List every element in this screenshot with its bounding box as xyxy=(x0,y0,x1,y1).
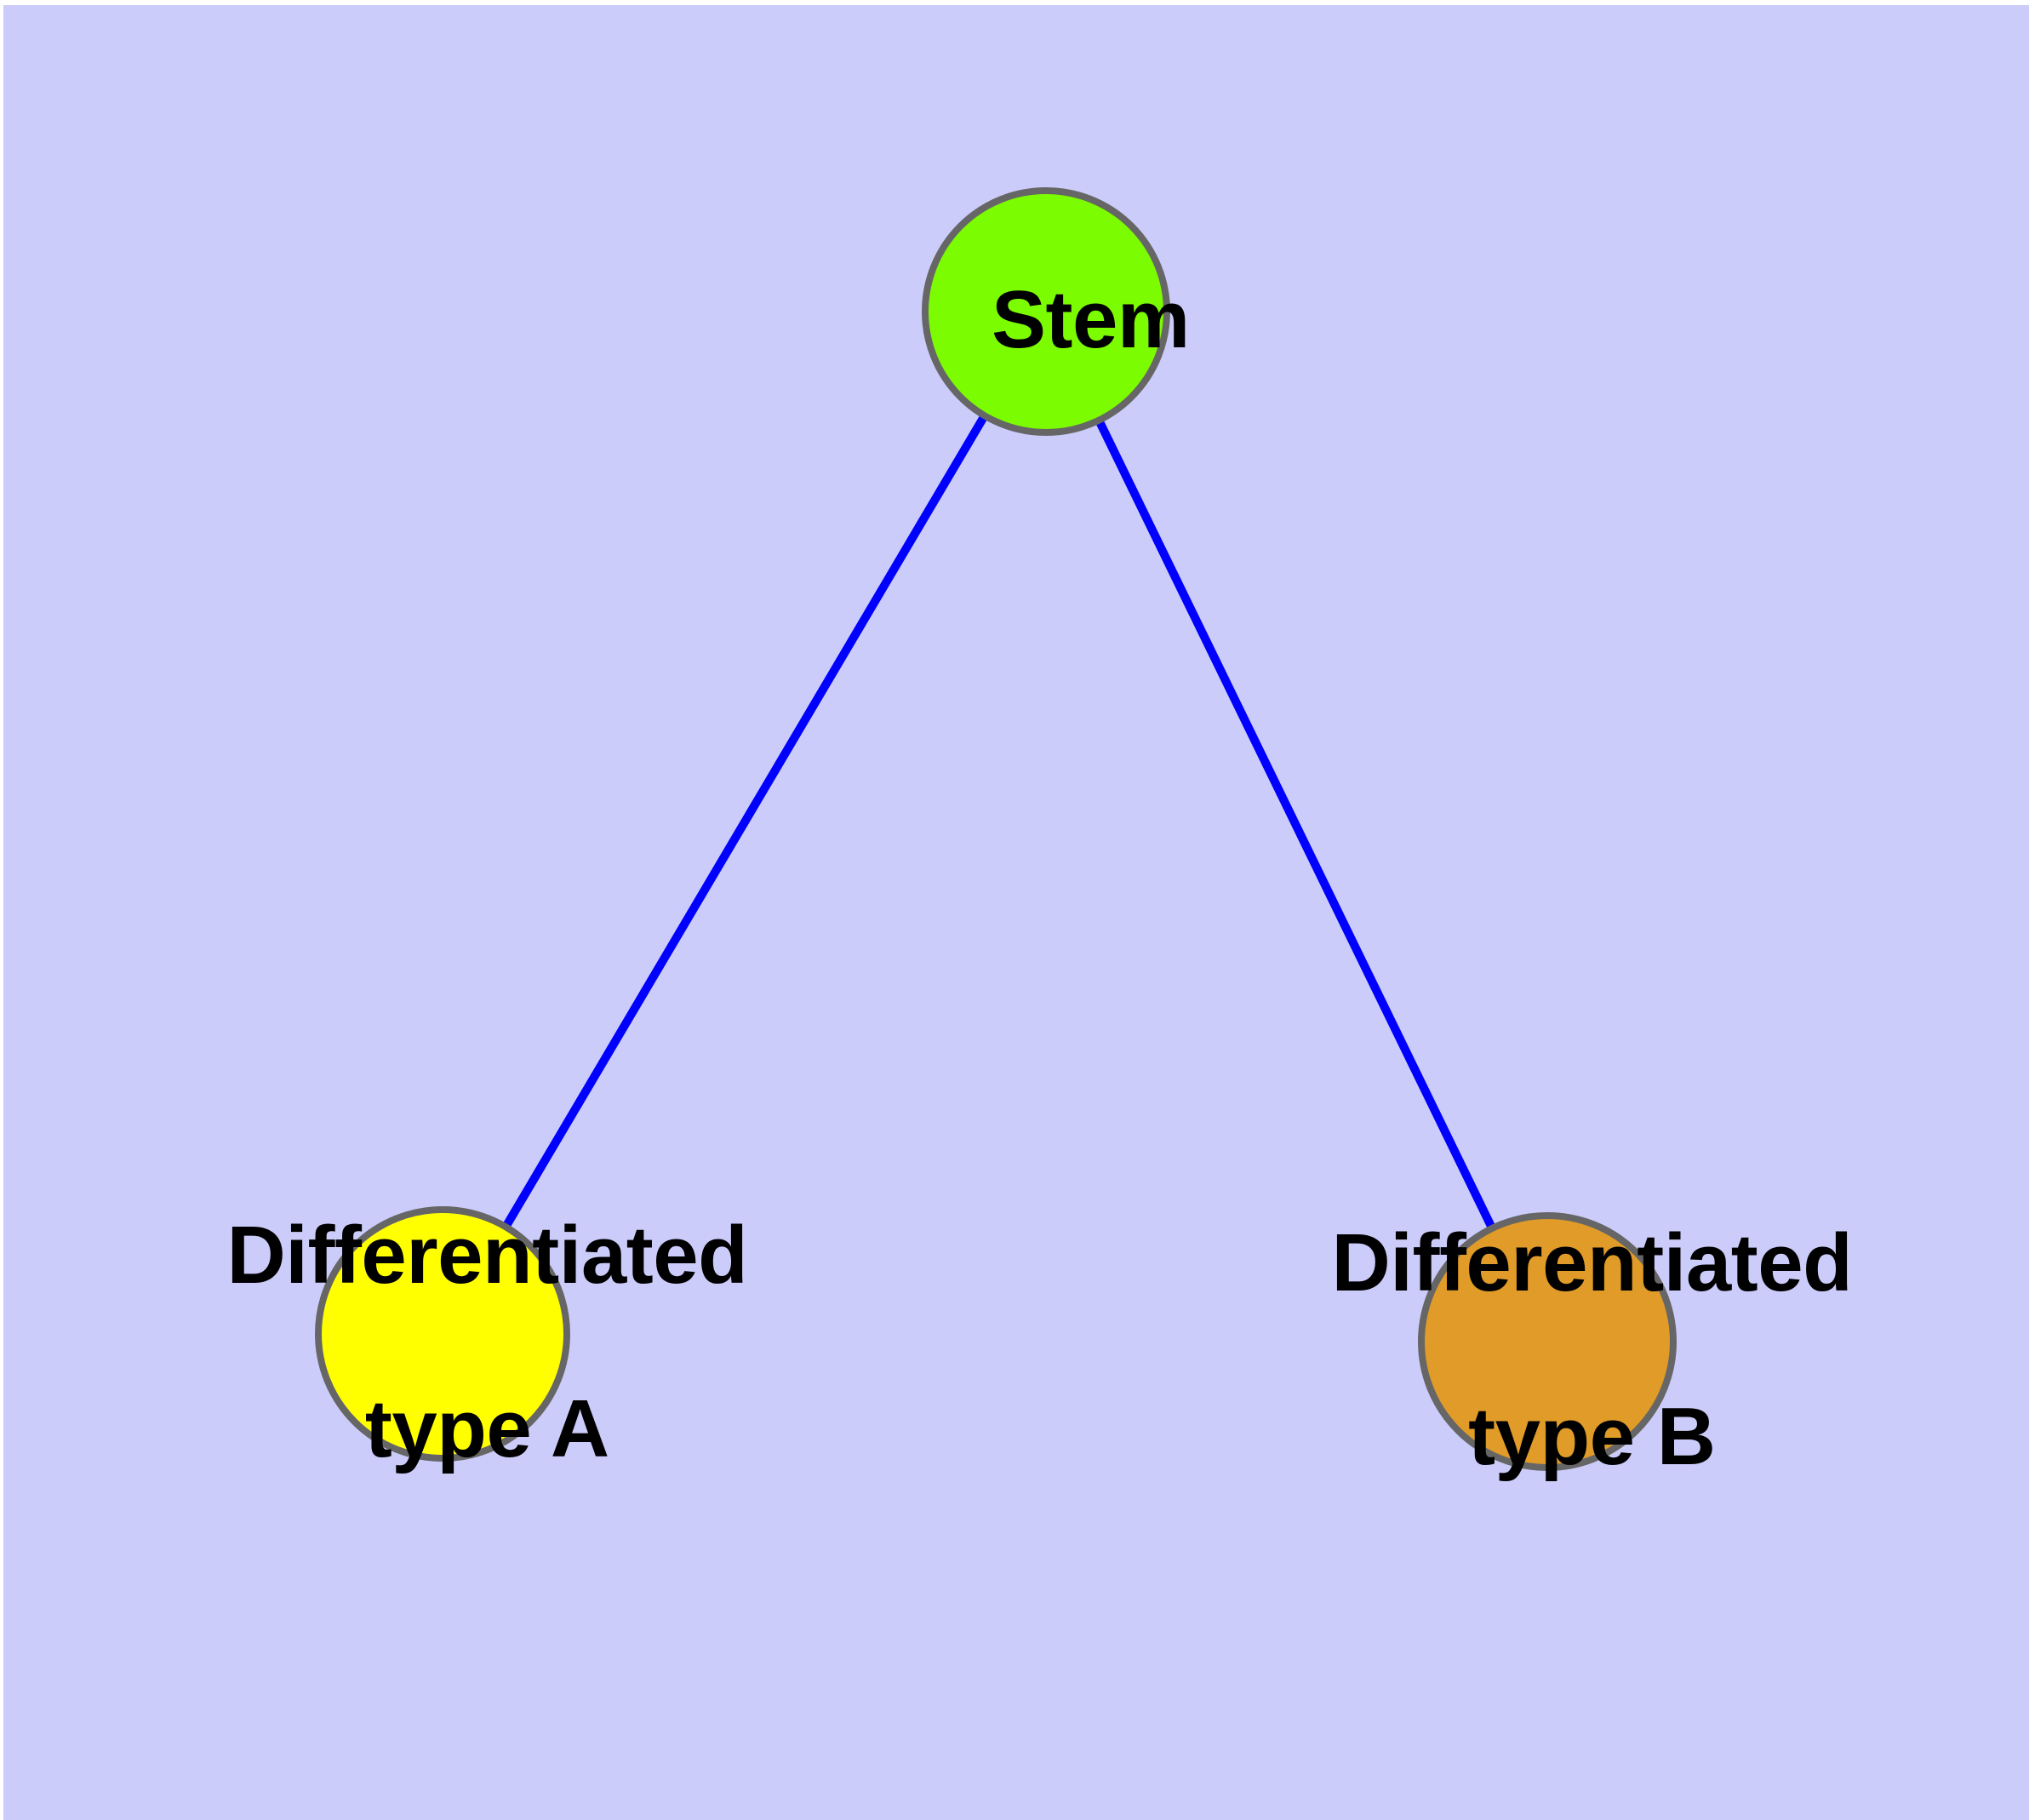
node-differentiated-type-a[interactable] xyxy=(315,1206,570,1462)
edge-stem-to-diff-b xyxy=(1093,415,1498,1233)
edge-layer xyxy=(500,410,1498,1233)
node-layer xyxy=(315,187,1677,1471)
edge-stem-to-diff-a xyxy=(500,410,991,1233)
node-differentiated-type-b[interactable] xyxy=(1418,1212,1677,1471)
node-stem[interactable] xyxy=(922,187,1170,436)
